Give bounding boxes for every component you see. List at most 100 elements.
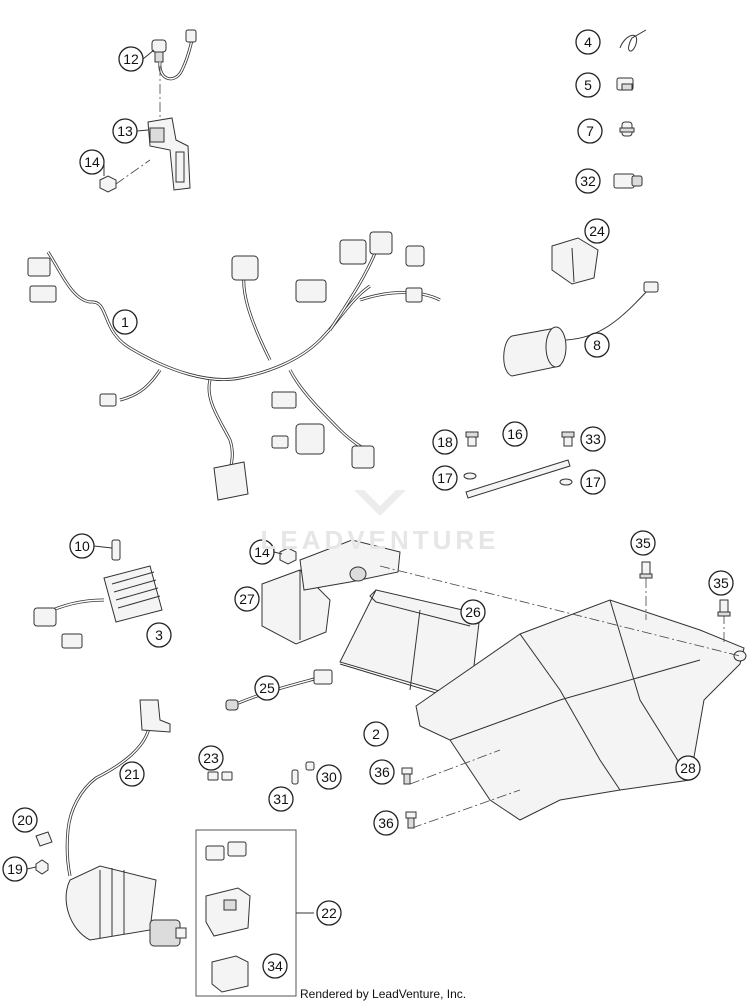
callout-21: 21	[119, 761, 145, 787]
part-35-bolts	[639, 561, 731, 617]
callout-12: 12	[118, 46, 144, 72]
callout-32: 32	[575, 168, 601, 194]
callout-13: 13	[112, 118, 138, 144]
callout-20: 20	[12, 807, 38, 833]
svg-text:16: 16	[507, 426, 523, 442]
callout-5: 5	[575, 72, 601, 98]
part-25-cable	[225, 669, 333, 711]
part-17-washers	[463, 472, 573, 486]
svg-text:14: 14	[254, 544, 270, 560]
part-33-bolt	[561, 431, 575, 447]
svg-text:13: 13	[117, 123, 133, 139]
callout-18: 18	[432, 429, 458, 455]
svg-text:3: 3	[155, 627, 163, 643]
svg-text:26: 26	[465, 604, 481, 620]
svg-text:36: 36	[374, 764, 390, 780]
leader-19	[26, 866, 37, 870]
callout-28: 28	[675, 755, 701, 781]
callout-27: 27	[234, 586, 260, 612]
svg-text:32: 32	[580, 173, 596, 189]
callout-26: 26	[460, 599, 486, 625]
callout-7: 7	[577, 118, 603, 144]
svg-text:14: 14	[84, 154, 100, 170]
callout-36-bottom: 36	[373, 810, 399, 836]
callout-23: 23	[198, 745, 224, 771]
callout-36-top: 36	[369, 759, 395, 785]
part-19-nut	[35, 859, 49, 875]
leadventure-logo-icon	[354, 490, 406, 516]
callout-16: 16	[502, 421, 528, 447]
callout-2: 2	[363, 721, 389, 747]
callout-14: 14	[79, 149, 105, 175]
part-21-cable	[65, 699, 171, 877]
svg-text:1: 1	[121, 314, 129, 330]
svg-text:36: 36	[378, 815, 394, 831]
part-13-bracket	[147, 117, 191, 191]
part-4-cable-tie	[619, 29, 647, 52]
part-30-nut	[305, 761, 315, 771]
svg-text:17: 17	[437, 470, 453, 486]
callout-31: 31	[268, 786, 294, 812]
part-32-connector	[613, 173, 643, 189]
svg-text:18: 18	[437, 434, 453, 450]
svg-text:20: 20	[17, 812, 33, 828]
part-14-bolt-middle	[279, 547, 297, 565]
svg-text:17: 17	[585, 474, 601, 490]
leader-14b	[273, 551, 283, 555]
part-31-pin	[291, 769, 299, 785]
svg-text:10: 10	[74, 538, 90, 554]
part-22-relay-box	[195, 829, 314, 997]
svg-text:31: 31	[273, 791, 289, 807]
leader-13	[136, 129, 149, 132]
svg-text:22: 22	[321, 905, 337, 921]
credit-text: Rendered by LeadVenture, Inc.	[300, 987, 467, 1001]
svg-text:34: 34	[267, 958, 283, 974]
callout-35-right: 35	[708, 570, 734, 596]
part-starter-motor	[65, 865, 187, 947]
callout-25: 25	[254, 675, 280, 701]
callout-10: 10	[69, 533, 95, 559]
callout-19: 19	[2, 856, 28, 882]
part-20-cap	[35, 831, 53, 847]
part-7-grommet	[619, 121, 635, 137]
watermark-text: LEADVENTURE	[260, 525, 500, 555]
callout-30: 30	[316, 764, 342, 790]
callout-34: 34	[262, 953, 288, 979]
svg-text:35: 35	[635, 535, 651, 551]
part-3-regulator	[33, 565, 163, 649]
watermark: LEADVENTURE	[250, 486, 510, 556]
part-battery-clamp	[299, 539, 401, 591]
svg-text:19: 19	[7, 861, 23, 877]
part-24-cover	[551, 237, 599, 285]
svg-text:2: 2	[372, 726, 380, 742]
part-23-relay-caps	[207, 771, 233, 781]
callout-4: 4	[575, 29, 601, 55]
svg-text:25: 25	[259, 680, 275, 696]
callout-33: 33	[580, 426, 606, 452]
callout-22: 22	[316, 900, 342, 926]
part-36-bolts	[401, 767, 417, 829]
leader-12	[142, 49, 155, 60]
part-18-bolt	[465, 431, 479, 447]
svg-text:27: 27	[239, 591, 255, 607]
svg-text:35: 35	[713, 575, 729, 591]
svg-text:7: 7	[586, 123, 594, 139]
part-1-wiring-harness	[27, 231, 441, 501]
svg-text:24: 24	[589, 223, 605, 239]
part-12-switch	[151, 29, 197, 118]
part-14-bolt-top	[99, 159, 151, 193]
callout-24: 24	[584, 218, 610, 244]
part-8-motor	[503, 281, 659, 377]
svg-text:30: 30	[321, 769, 337, 785]
callout-17-right: 17	[580, 469, 606, 495]
callout-1: 1	[112, 309, 138, 335]
svg-text:33: 33	[585, 431, 601, 447]
svg-text:21: 21	[124, 766, 140, 782]
callout-17-left: 17	[432, 465, 458, 491]
svg-text:23: 23	[203, 750, 219, 766]
svg-text:5: 5	[584, 77, 592, 93]
part-10-sensor	[111, 539, 121, 561]
svg-text:8: 8	[593, 337, 601, 353]
part-5-clip	[616, 77, 634, 91]
